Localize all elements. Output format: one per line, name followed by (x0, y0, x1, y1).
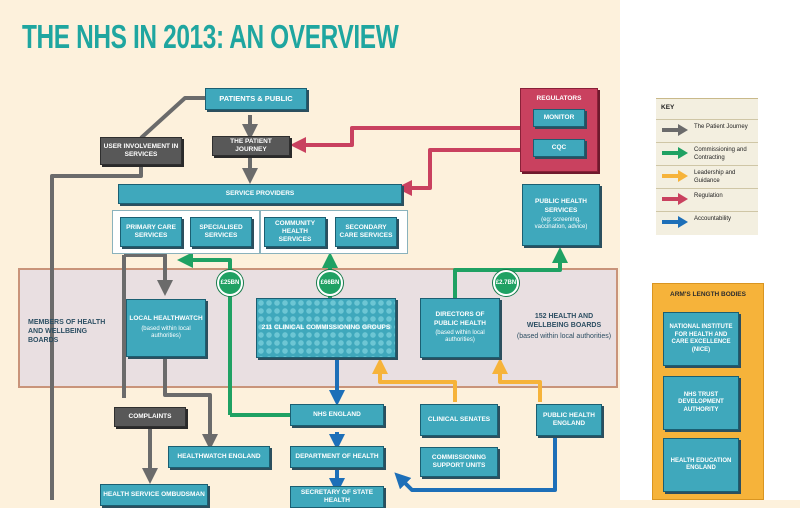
key-arrow-icon (662, 124, 688, 136)
key-label: Leadership and Guidance (694, 170, 736, 184)
key-arrow-icon (662, 216, 688, 228)
patients-public-box: PATIENTS & PUBLIC (205, 88, 307, 110)
user-involvement-box: USER INVOLVEMENT IN SERVICES (100, 137, 182, 165)
public-health-england-box: PUBLIC HEALTH ENGLAND (536, 404, 602, 436)
commissioning-support-box: COMMISSIONING SUPPORT UNITS (420, 447, 498, 477)
public-health-services-sub: (eg: screening, vaccination, advice) (534, 216, 588, 231)
key-arrow-icon (662, 193, 688, 205)
key-arrow-icon (662, 170, 688, 182)
directors-ph-label: DIRECTORS OF PUBLIC HEALTH (434, 311, 486, 327)
key-label: Regulation (694, 193, 723, 199)
funding-badge-public-health: £2.7BN (493, 270, 519, 296)
monitor-box: MONITOR (533, 109, 585, 127)
funding-badge-ccg: £66BN (317, 270, 343, 296)
primary-care-box: PRIMARY CARE SERVICES (120, 217, 182, 247)
patient-journey-lines (50, 96, 258, 500)
key-arrow-icon (662, 147, 688, 159)
directors-ph-sub: (based within local authorities) (435, 329, 485, 344)
local-healthwatch-box: LOCAL HEALTHWATCH (based within local au… (126, 299, 206, 357)
hwb-152-sub: (based within local authorities) (516, 333, 612, 341)
service-providers-box: SERVICE PROVIDERS (118, 184, 402, 204)
key-label: Commissioning and Contracting (694, 147, 747, 161)
cqc-box: CQC (533, 139, 585, 157)
page-title: THE NHS IN 2013: AN OVERVIEW (22, 18, 399, 55)
accountability-lines (329, 358, 557, 494)
members-hwb-label: MEMBERS OF HEALTH AND WELLBEING BOARDS (28, 319, 106, 345)
complaints-box: COMPLAINTS (114, 407, 186, 427)
local-healthwatch-label: LOCAL HEALTHWATCH (129, 315, 203, 323)
alb-nice-box: NATIONAL INSTITUTE FOR HEALTH AND CARE E… (663, 312, 739, 366)
key-label: Accountability (694, 216, 732, 222)
local-healthwatch-sub: (based within local authorities) (141, 325, 191, 340)
key-row-accountability: Accountability (656, 211, 758, 232)
healthwatch-england-box: HEALTHWATCH ENGLAND (168, 446, 270, 468)
community-health-box: COMMUNITY HEALTH SERVICES (264, 217, 326, 247)
ccg-box: 211 CLINICAL COMMISSIONING GROUPS (256, 298, 396, 358)
clinical-senates-box: CLINICAL SENATES (420, 404, 498, 436)
directors-ph-box: DIRECTORS OF PUBLIC HEALTH (based within… (420, 298, 500, 358)
public-health-services-label: PUBLIC HEALTH SERVICES (535, 198, 587, 214)
department-of-health-box: DEPARTMENT OF HEALTH (290, 446, 384, 468)
key-row-patient-journey: The Patient Journey (656, 119, 758, 140)
key-row-regulation: Regulation (656, 188, 758, 209)
alb-title: ARM'S LENGTH BODIES (670, 291, 746, 298)
hwb-152-title: 152 HEALTH AND WELLBEING BOARDS (526, 313, 602, 330)
key-row-commissioning: Commissioning and Contracting (656, 142, 758, 163)
ombudsman-box: HEALTH SERVICE OMBUDSMAN (100, 484, 208, 506)
secondary-care-box: SECONDARY CARE SERVICES (335, 217, 397, 247)
arms-length-bodies-panel: ARM'S LENGTH BODIES NATIONAL INSTITUTE F… (652, 283, 764, 500)
regulators-box: REGULATORS (520, 88, 598, 172)
regulators-label: REGULATORS (536, 95, 582, 102)
hwb-152-label: 152 HEALTH AND WELLBEING BOARDS (based w… (514, 312, 614, 341)
leadership-lines (372, 358, 542, 402)
secretary-of-state-box: SECRETARY OF STATE HEALTH (290, 486, 384, 508)
patient-journey-box: THE PATIENT JOURNEY (212, 136, 290, 156)
nhs-england-box: NHS ENGLAND (290, 404, 384, 426)
alb-ntda-box: NHS TRUST DEVELOPMENT AUTHORITY (663, 376, 739, 430)
key-row-leadership: Leadership and Guidance (656, 165, 758, 186)
key-title: KEY (661, 104, 675, 111)
public-health-services-box: PUBLIC HEALTH SERVICES (eg: screening, v… (522, 184, 600, 246)
key-label: The Patient Journey (694, 124, 748, 130)
regulation-lines (290, 126, 520, 196)
alb-hee-box: HEALTH EDUCATION ENGLAND (663, 438, 739, 492)
funding-badge-primary: £25BN (217, 270, 243, 296)
specialised-box: SPECIALISED SERVICES (190, 217, 252, 247)
